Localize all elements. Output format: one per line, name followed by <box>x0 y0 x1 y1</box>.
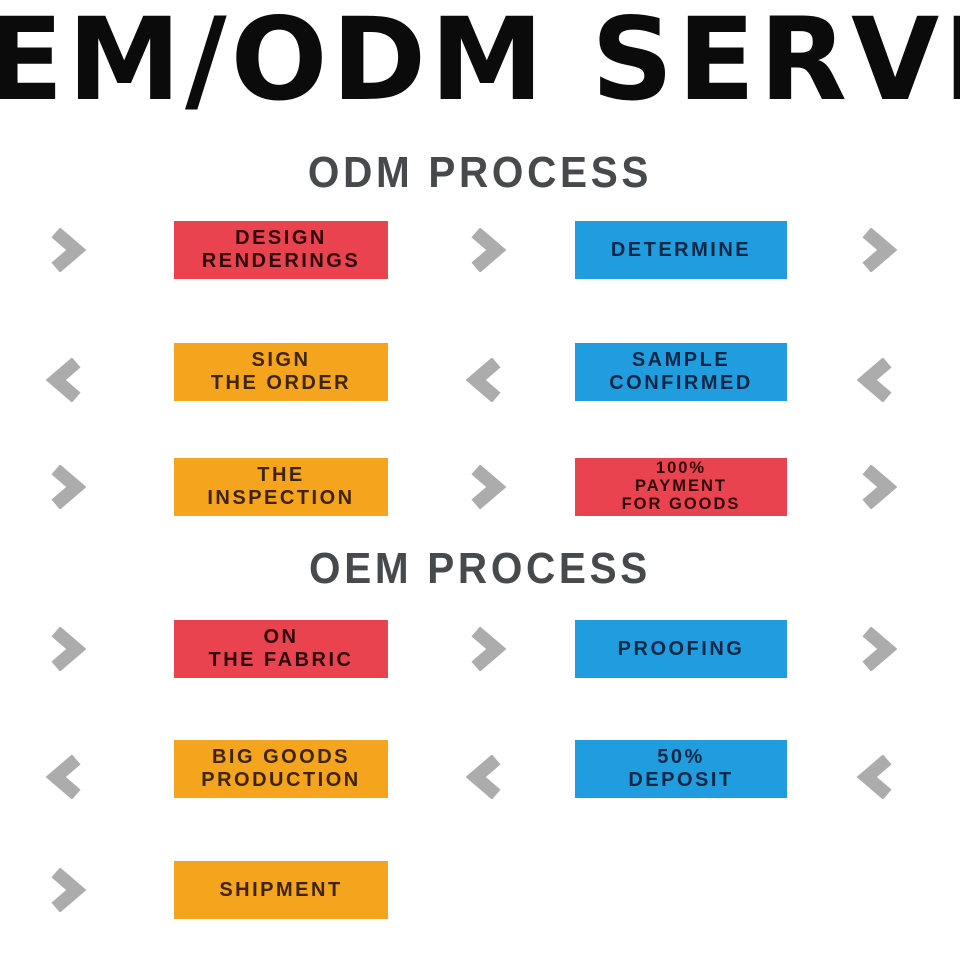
page-title: OEM/ODM SERVICE <box>0 0 960 126</box>
process-row: BIG GOODS PRODUCTION 50% DEPOSIT <box>0 740 960 799</box>
process-row: DESIGN RENDERINGS DETERMINE <box>0 221 960 279</box>
chevron-right-icon <box>857 465 897 509</box>
chevron-right-icon <box>466 465 506 509</box>
process-step-box: ON THE FABRIC <box>174 620 388 678</box>
chevron-right-icon <box>46 465 86 509</box>
process-row: SIGN THE ORDER SAMPLE CONFIRMED <box>0 343 960 402</box>
chevron-left-icon <box>46 358 86 402</box>
process-step-box: PROOFING <box>575 620 787 678</box>
section-heading-oem: OEM PROCESS <box>309 544 651 593</box>
process-step-box: DESIGN RENDERINGS <box>174 221 388 279</box>
chevron-right-icon <box>46 627 86 671</box>
process-step-box: SAMPLE CONFIRMED <box>575 343 787 401</box>
chevron-right-icon <box>857 627 897 671</box>
process-step-box: DETERMINE <box>575 221 787 279</box>
chevron-left-icon <box>857 755 897 799</box>
process-step-box: BIG GOODS PRODUCTION <box>174 740 388 798</box>
process-step-box: 100% PAYMENT FOR GOODS <box>575 458 787 516</box>
chevron-right-icon <box>46 228 86 272</box>
chevron-left-icon <box>857 358 897 402</box>
process-step-box: SIGN THE ORDER <box>174 343 388 401</box>
chevron-right-icon <box>466 627 506 671</box>
process-step-box: SHIPMENT <box>174 861 388 919</box>
chevron-left-icon <box>466 358 506 402</box>
chevron-right-icon <box>466 228 506 272</box>
chevron-left-icon <box>466 755 506 799</box>
process-row: THE INSPECTION 100% PAYMENT FOR GOODS <box>0 458 960 516</box>
process-step-box: 50% DEPOSIT <box>575 740 787 798</box>
chevron-left-icon <box>46 755 86 799</box>
chevron-right-icon <box>857 228 897 272</box>
chevron-right-icon <box>46 868 86 912</box>
section-heading-odm: ODM PROCESS <box>307 148 653 197</box>
process-step-box: THE INSPECTION <box>174 458 388 516</box>
process-row: SHIPMENT <box>0 861 960 919</box>
process-row: ON THE FABRIC PROOFING <box>0 620 960 678</box>
